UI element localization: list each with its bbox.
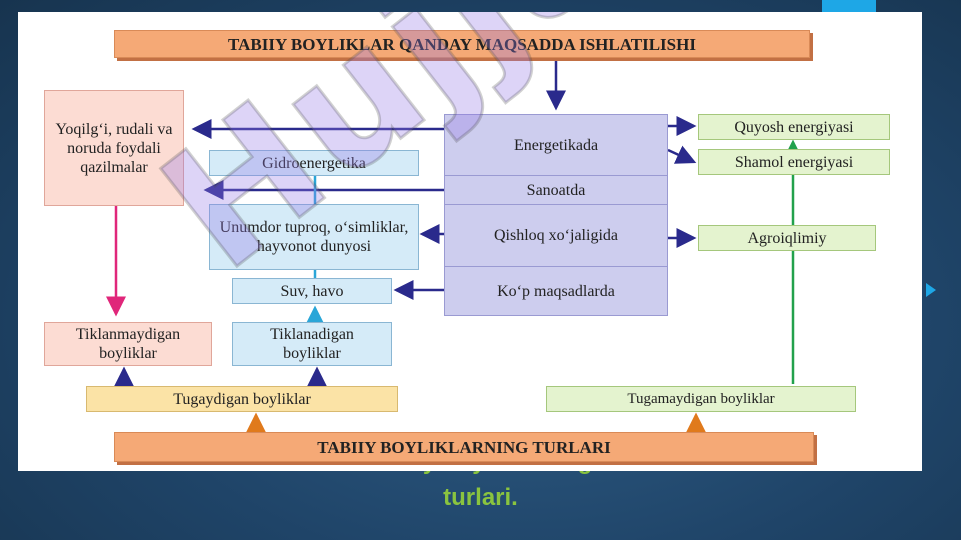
diagram-bottom-title: TABIIY BOYLIKLARNING TURLARI	[114, 432, 814, 462]
box-fossil-minerals: Yoqilg‘i, rudali va noruda foydali qazil…	[44, 90, 184, 206]
box-solar-energy: Quyosh energiyasi	[698, 114, 890, 140]
diagram-connectors	[106, 59, 803, 433]
box-exhaustible: Tugaydigan boyliklar	[86, 386, 398, 412]
box-inexhaustible: Tugamaydigan boyliklar	[546, 386, 856, 412]
box-agroclimate: Agroiqlimiy	[698, 225, 876, 251]
accent-tab	[822, 0, 876, 12]
uses-energy: Energetikada	[444, 114, 668, 176]
box-nonrenewable: Tiklanmaydigan boyliklar	[44, 322, 212, 366]
caption-line-2: turlari.	[443, 484, 518, 511]
box-water-air: Suv, havo	[232, 278, 392, 304]
diagram-title: TABIIY BOYLIKLAR QANDAY MAQSADDA ISHLATI…	[114, 30, 810, 58]
uses-multi-purpose: Ko‘p maqsadlarda	[444, 266, 668, 316]
diagram-panel: TABIIY BOYLIKLAR QANDAY MAQSADDA ISHLATI…	[18, 12, 922, 471]
slide-arrow-icon	[926, 283, 936, 297]
arrow-energy-to-wind	[667, 145, 697, 164]
box-renewable: Tiklanadigan boyliklar	[232, 322, 392, 366]
box-hydro-energy: Gidroenergetika	[209, 150, 419, 176]
box-wind-energy: Shamol energiyasi	[698, 149, 890, 175]
box-soil-flora-fauna: Unumdor tuproq, o‘simliklar, hayvonot du…	[209, 204, 419, 270]
uses-agriculture: Qishloq xo‘jaligida	[444, 204, 668, 267]
uses-industry: Sanoatda	[444, 175, 668, 205]
